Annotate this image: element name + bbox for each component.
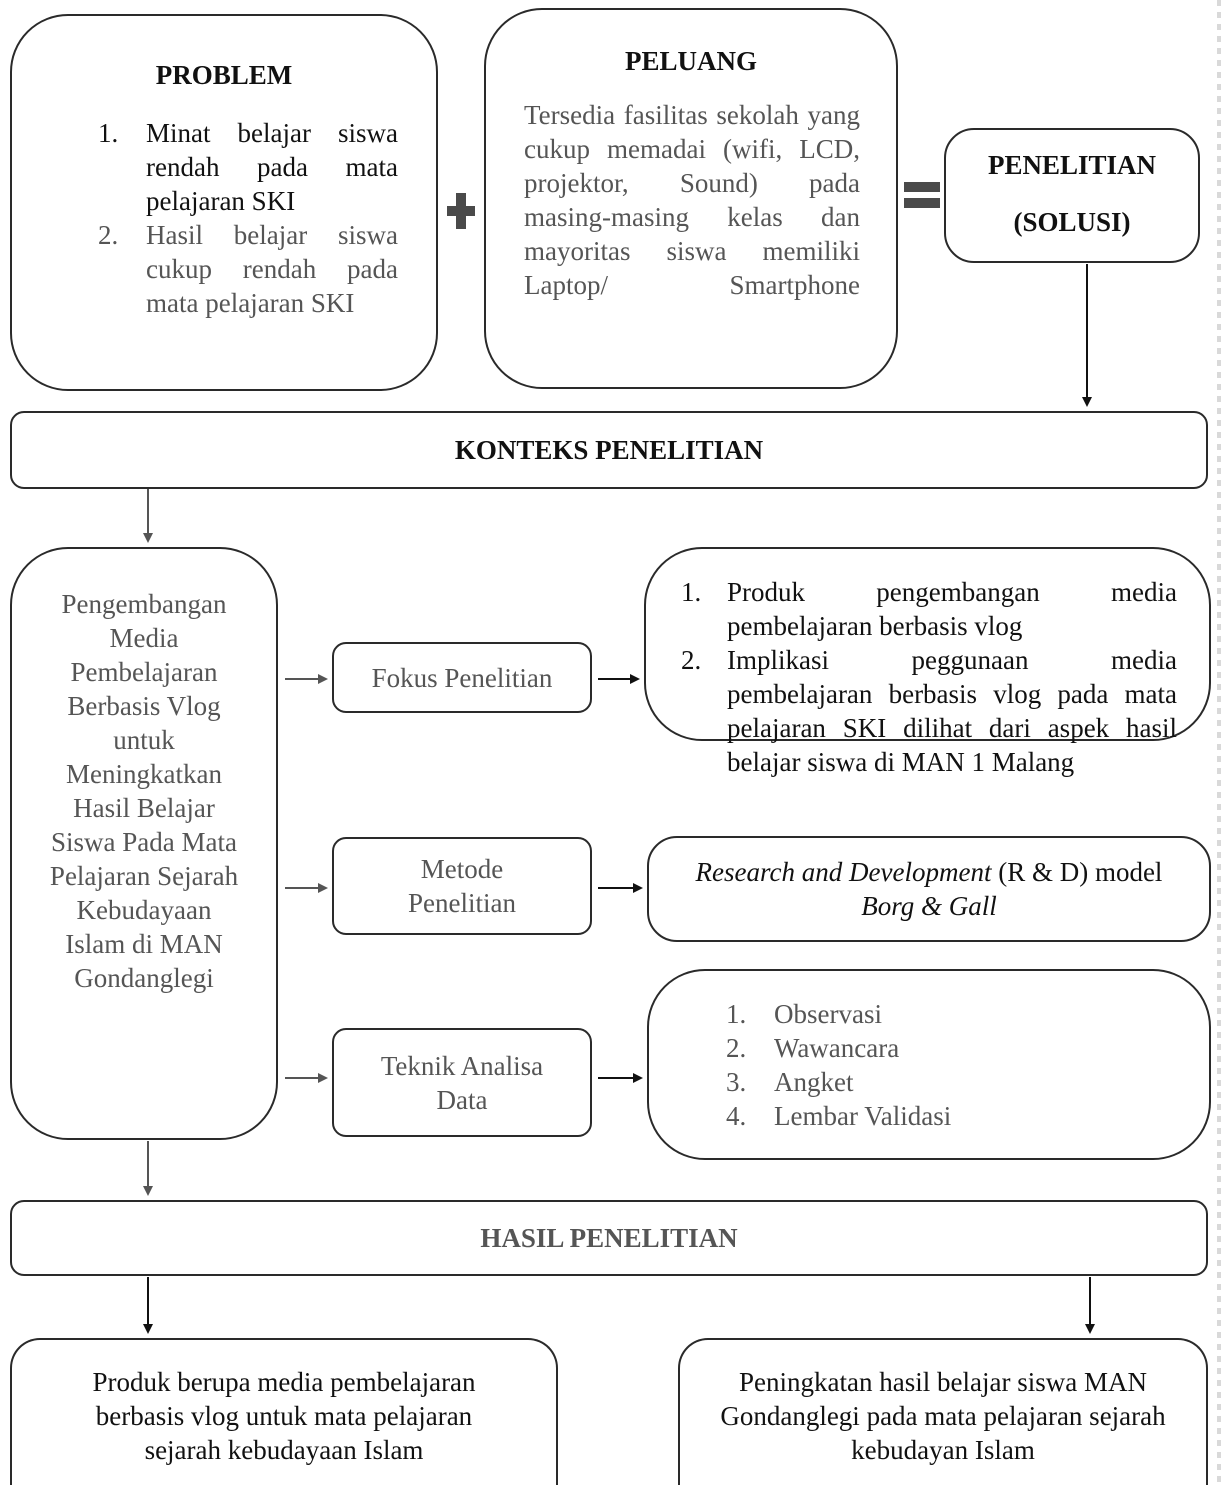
fokus-item-text: Produk pengembangan media pembelajaran b…: [727, 577, 1177, 641]
output-peningkatan-box: Peningkatan hasil belajar siswa MAN Gond…: [678, 1338, 1208, 1485]
output-produk-text: Produk berupa media pembelajaran berbasi…: [92, 1366, 476, 1465]
teknik-item-text: Wawancara: [774, 1033, 900, 1063]
teknik-result-box: 1. Observasi 2. Wawancara 3. Angket 4. L…: [647, 969, 1211, 1160]
judul-text: Pengembangan Media Pembelajaran Berbasis…: [49, 588, 239, 993]
fokus-penelitian-box: Fokus Penelitian: [332, 642, 592, 713]
peluang-text: Tersedia fasilitas sekolah yang cukup me…: [524, 100, 860, 300]
penelitian-solusi-box: PENELITIAN (SOLUSI): [944, 128, 1200, 263]
page-edge-divider: [1217, 0, 1221, 1485]
fokus-item: 1. Produk pengembangan media pembelajara…: [681, 575, 1177, 643]
teknik-item-number: 2.: [726, 1033, 747, 1063]
equals-icon: [904, 182, 940, 210]
metode-rnd-plain: (R & D) model: [991, 857, 1163, 887]
teknik-item: 3. Angket: [726, 1065, 1126, 1099]
hasil-penelitian-box: HASIL PENELITIAN: [10, 1200, 1208, 1276]
solusi-subtitle: (SOLUSI): [1013, 207, 1131, 237]
problem-item-text: Hasil belajar siswa cukup rendah pada ma…: [146, 220, 398, 318]
teknik-item-text: Lembar Validasi: [774, 1101, 952, 1131]
metode-borg-gall: Borg & Gall: [861, 891, 997, 921]
teknik-item-number: 3.: [726, 1067, 747, 1097]
output-produk-box: Produk berupa media pembelajaran berbasi…: [10, 1338, 558, 1485]
metode-result-text: Research and Development (R & D) model B…: [659, 855, 1199, 923]
metode-rnd-italic: Research and Development: [695, 857, 992, 887]
teknik-list: 1. Observasi 2. Wawancara 3. Angket 4. L…: [726, 997, 1126, 1133]
fokus-list: 1. Produk pengembangan media pembelajara…: [681, 575, 1177, 779]
konteks-penelitian-title: KONTEKS PENELITIAN: [454, 434, 764, 465]
plus-icon: [447, 193, 475, 229]
problem-item: 1. Minat belajar siswa rendah pada mata …: [98, 116, 398, 218]
teknik-analisa-box: Teknik Analisa Data: [332, 1028, 592, 1137]
metode-penelitian-label: Metode Penelitian: [408, 854, 516, 918]
metode-result-box: Research and Development (R & D) model B…: [647, 836, 1211, 942]
problem-title: PROBLEM: [155, 60, 293, 90]
fokus-item-text: Implikasi peggunaan media pembelajaran b…: [727, 645, 1177, 777]
teknik-item: 4. Lembar Validasi: [726, 1099, 1126, 1133]
teknik-item: 1. Observasi: [726, 997, 1126, 1031]
fokus-item-number: 2.: [681, 645, 702, 675]
teknik-item: 2. Wawancara: [726, 1031, 1126, 1065]
teknik-item-number: 4.: [726, 1101, 747, 1131]
konteks-penelitian-box: KONTEKS PENELITIAN: [10, 411, 1208, 489]
judul-box: Pengembangan Media Pembelajaran Berbasis…: [10, 547, 278, 1140]
output-peningkatan-text: Peningkatan hasil belajar siswa MAN Gond…: [720, 1366, 1166, 1465]
teknik-item-text: Angket: [774, 1067, 854, 1097]
problem-list: 1. Minat belajar siswa rendah pada mata …: [98, 116, 398, 320]
penelitian-title: PENELITIAN: [987, 150, 1157, 180]
fokus-result-box: 1. Produk pengembangan media pembelajara…: [644, 547, 1211, 777]
fokus-item-number: 1.: [681, 577, 702, 607]
problem-box: PROBLEM 1. Minat belajar siswa rendah pa…: [10, 14, 438, 391]
problem-item-text: Minat belajar siswa rendah pada mata pel…: [146, 118, 398, 216]
peluang-title: PELUANG: [624, 46, 757, 76]
problem-item: 2. Hasil belajar siswa cukup rendah pada…: [98, 218, 398, 320]
fokus-penelitian-label: Fokus Penelitian: [371, 662, 553, 693]
teknik-analisa-label: Teknik Analisa Data: [380, 1050, 544, 1115]
fokus-item: 2. Implikasi peggunaan media pembelajara…: [681, 643, 1177, 779]
problem-item-number: 2.: [98, 220, 119, 250]
teknik-item-text: Observasi: [774, 999, 882, 1029]
peluang-box: PELUANG Tersedia fasilitas sekolah yang …: [484, 8, 898, 389]
metode-penelitian-box: Metode Penelitian: [332, 837, 592, 935]
problem-item-number: 1.: [98, 118, 119, 148]
hasil-penelitian-title: HASIL PENELITIAN: [480, 1222, 738, 1253]
teknik-item-number: 1.: [726, 999, 747, 1029]
